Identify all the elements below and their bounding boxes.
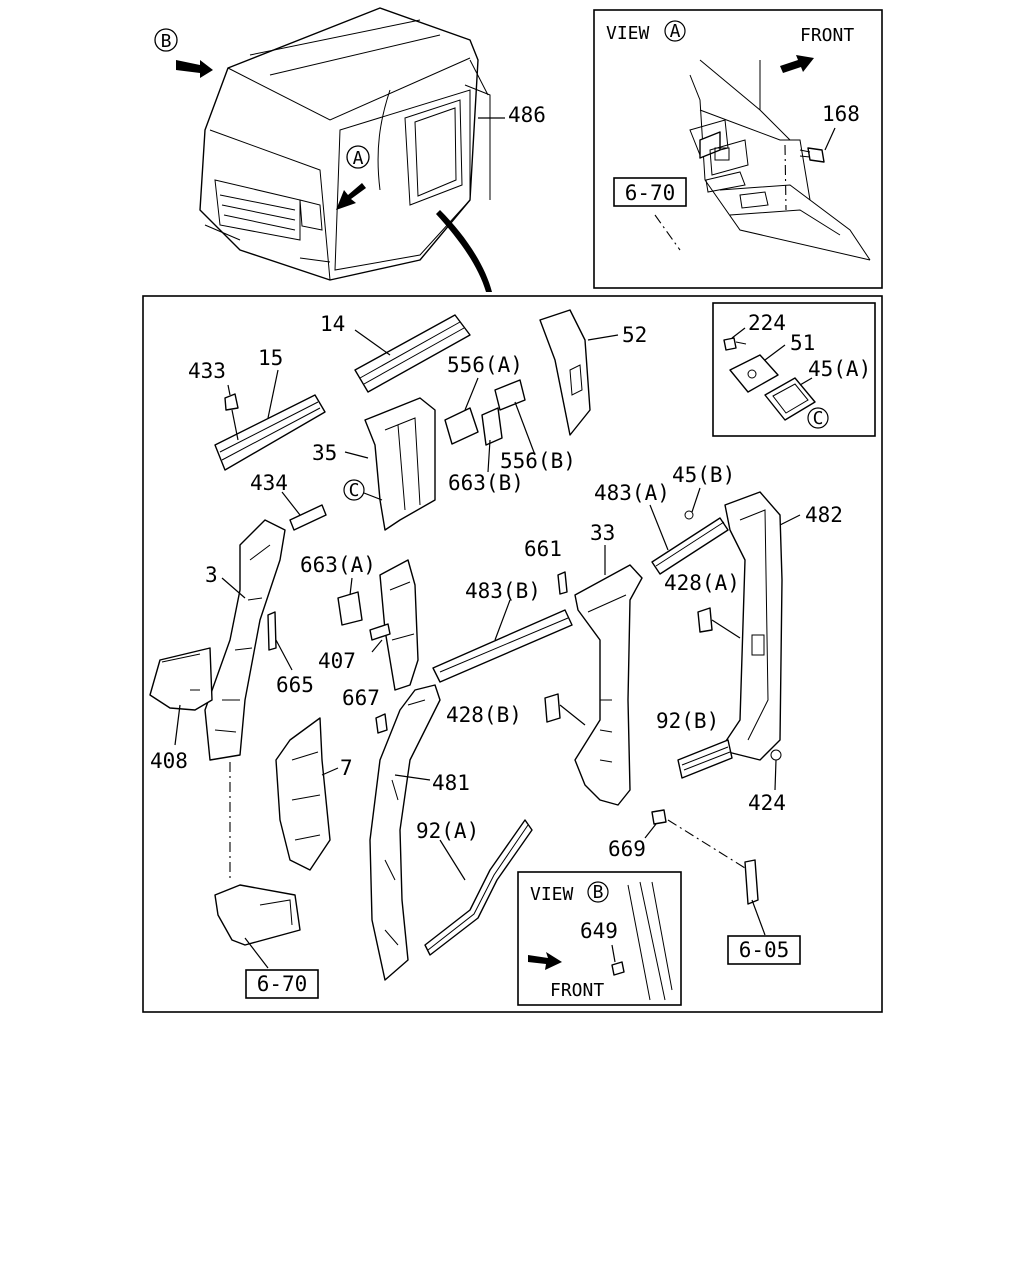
part-483b: 483(B) — [432, 579, 573, 683]
label-33: 33 — [590, 521, 615, 545]
view-b-front: FRONT — [550, 980, 604, 1001]
part-482: 482 — [719, 491, 843, 761]
view-b-inset: VIEW B 649 FRONT — [517, 871, 682, 1006]
part-434: 434 — [250, 471, 327, 531]
part-92a: 92(A) — [416, 819, 533, 956]
mark-c-35: C — [349, 480, 360, 501]
view-a-front: FRONT — [800, 25, 854, 46]
part-7: 7 — [275, 717, 353, 871]
label-407: 407 — [318, 649, 356, 673]
view-b-arrow: B — [154, 28, 213, 78]
label-482: 482 — [805, 503, 843, 527]
cab-illustration — [199, 7, 491, 281]
label-45a: 45(A) — [808, 357, 871, 381]
label-663b: 663(B) — [448, 471, 524, 495]
label-428a: 428(A) — [664, 571, 740, 595]
part-661: 661 — [524, 537, 568, 595]
part-428a: 428(A) — [664, 571, 741, 639]
label-486: 486 — [508, 103, 546, 127]
label-52: 52 — [622, 323, 647, 347]
part-424: 424 — [748, 749, 786, 815]
part-407: 407 — [318, 559, 419, 691]
mark-b: B — [161, 31, 172, 52]
sweep-arrow — [436, 210, 492, 292]
label-434: 434 — [250, 471, 288, 495]
ref-6-70-top: 6-70 — [625, 181, 676, 205]
part-3: 3 — [204, 519, 286, 761]
label-665: 665 — [276, 673, 314, 697]
label-428b: 428(B) — [446, 703, 522, 727]
part-428b: 428(B) — [446, 693, 586, 727]
view-b-title: VIEW — [530, 884, 574, 905]
mark-a: A — [353, 148, 364, 169]
part-33: 33 — [574, 521, 643, 806]
part-481: 481 — [369, 684, 470, 981]
label-168: 168 — [822, 102, 860, 126]
main-frame — [142, 295, 883, 1013]
mark-c-inset: C — [813, 408, 824, 429]
part-663a: 663(A) — [300, 553, 376, 626]
label-661: 661 — [524, 537, 562, 561]
label-51: 51 — [790, 331, 815, 355]
view-a-mark: A — [670, 21, 681, 42]
ref-6-05: 6-05 — [739, 938, 790, 962]
label-224: 224 — [748, 311, 786, 335]
label-35: 35 — [312, 441, 337, 465]
part-52: 52 — [539, 309, 647, 436]
view-a-marker: A — [336, 145, 370, 210]
view-a-inset: VIEW A FRONT 168 6-70 — [593, 9, 883, 289]
label-7: 7 — [340, 756, 353, 780]
parts-556-663b: 556(A) 556(B) 663(B) — [444, 353, 576, 495]
ref-6-70-bottom: 6-70 — [257, 972, 308, 996]
label-481: 481 — [432, 771, 470, 795]
part-667: 667 — [342, 686, 388, 734]
bracket-6-05: 6-05 — [727, 859, 801, 965]
label-483b: 483(B) — [465, 579, 541, 603]
label-663a: 663(A) — [300, 553, 376, 577]
label-483a: 483(A) — [594, 481, 670, 505]
part-15: 15 433 — [188, 346, 326, 471]
label-92b: 92(B) — [656, 709, 719, 733]
view-a-title: VIEW — [606, 23, 650, 44]
label-424: 424 — [748, 791, 786, 815]
label-408: 408 — [150, 749, 188, 773]
label-433: 433 — [188, 359, 226, 383]
label-669: 669 — [608, 837, 646, 861]
label-556a: 556(A) — [447, 353, 523, 377]
part-665: 665 — [267, 611, 314, 697]
part-669: 669 — [608, 809, 746, 869]
view-b-mark: B — [593, 882, 604, 903]
label-3: 3 — [205, 563, 218, 587]
label-667: 667 — [342, 686, 380, 710]
part-92b: 92(B) — [656, 709, 733, 779]
inset-224-51-45a: 224 51 45(A) C — [712, 302, 876, 437]
label-92a: 92(A) — [416, 819, 479, 843]
part-483a: 483(A) 45(B) — [594, 463, 735, 575]
part-35: 35 C — [312, 397, 436, 531]
label-45b: 45(B) — [672, 463, 735, 487]
part-14: 14 — [320, 312, 471, 393]
bracket-bottom-left: 6-70 — [214, 762, 319, 999]
label-14: 14 — [320, 312, 345, 336]
part-408: 408 — [149, 647, 213, 773]
label-649: 649 — [580, 919, 618, 943]
label-15: 15 — [258, 346, 283, 370]
label-556b: 556(B) — [500, 449, 576, 473]
